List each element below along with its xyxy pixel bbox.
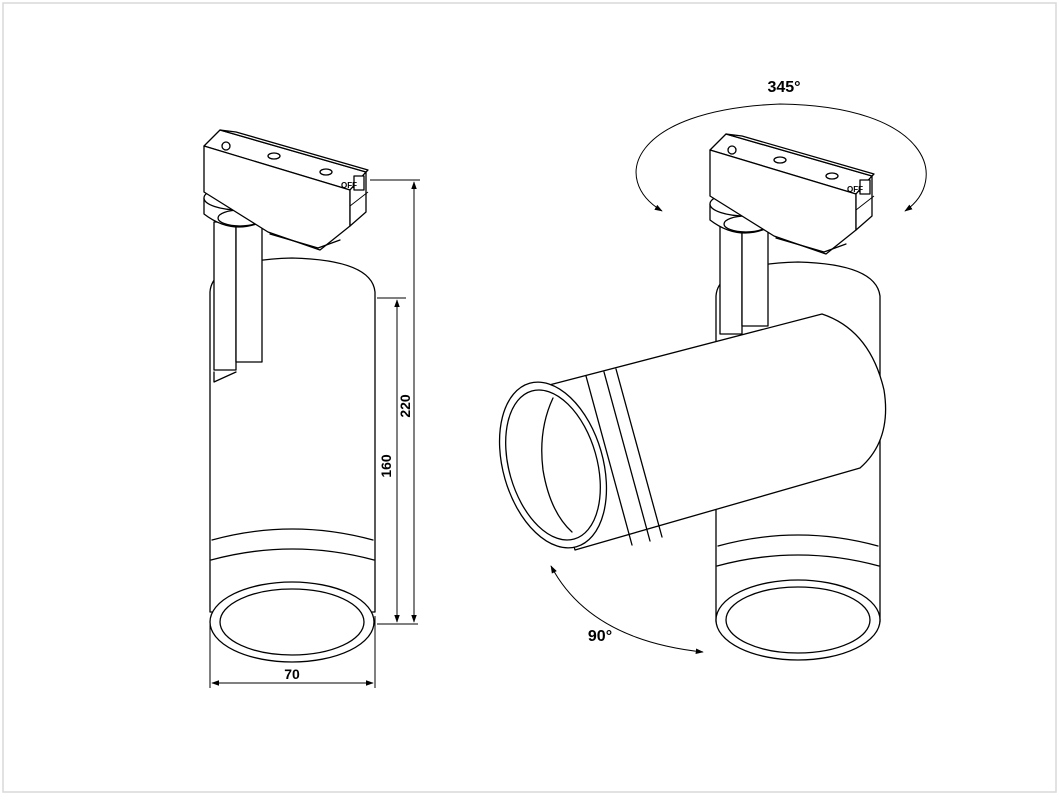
body-length-dimension-label: 160 [378, 454, 394, 478]
dimension-body-length: 160 [377, 297, 418, 625]
total-height-dimension-label: 220 [397, 394, 413, 418]
tilted-mounting-arm [719, 225, 769, 335]
tilt-rotation-label: 90° [588, 628, 612, 645]
tilted-track-adapter: OFF [709, 133, 875, 255]
mounting-arm [213, 221, 263, 383]
horizontal-rotation-label: 345° [767, 79, 800, 96]
width-dimension-label: 70 [284, 666, 300, 682]
tilted-cylinder-body [529, 313, 887, 551]
front-view-spotlight: OFF 70 160 220 [203, 129, 420, 688]
horizontal-rotation-indicator: 345° [635, 79, 927, 212]
track-adapter: OFF [203, 129, 369, 251]
dimension-width: 70 [209, 616, 376, 688]
tilted-view-spotlight: OFF 345° 90° [498, 79, 927, 661]
lens-opening [209, 581, 375, 663]
dimension-total-height: 220 [370, 179, 420, 623]
adapter-switch-label: OFF [341, 181, 357, 190]
tilted-lens-opening [498, 381, 608, 549]
tilt-rotation-indicator: 90° [550, 565, 704, 655]
tilted-adapter-switch-label: OFF [847, 185, 863, 194]
